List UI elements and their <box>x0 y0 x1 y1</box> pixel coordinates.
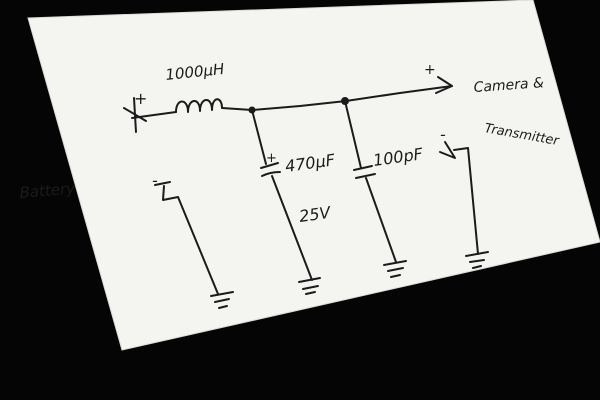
schematic-drawing <box>123 76 489 309</box>
battery-minus-sign: - <box>152 171 158 190</box>
output-neg-wire <box>453 147 479 255</box>
battery-label: Battery <box>19 179 77 202</box>
ground-symbol-output <box>465 251 489 269</box>
inductor-coil <box>175 98 223 113</box>
cap1-plus-sign: + <box>266 151 277 166</box>
output-neg-arrow <box>439 141 456 159</box>
battery-plus-sign: + <box>134 89 147 108</box>
cap1-plate-top <box>260 162 279 169</box>
output-arrowhead <box>435 76 453 94</box>
cap2-plate-bottom <box>355 173 376 179</box>
main-rail <box>221 85 453 111</box>
cap2-lower-wire <box>365 177 397 263</box>
ground-symbol-battery <box>210 291 234 309</box>
input-terminal-bar <box>133 97 137 133</box>
cap1-upper-wire <box>251 109 267 165</box>
battery-neg-wire <box>162 185 219 295</box>
battery-neg-bar <box>154 181 171 186</box>
cap1-plate-bottom <box>261 171 281 177</box>
paper-sheet <box>27 0 600 351</box>
cap2-upper-wire <box>344 100 362 169</box>
ground-symbol-cap1 <box>298 277 321 295</box>
cap1-voltage-label: 25V <box>298 203 333 226</box>
wire-input <box>131 111 177 119</box>
output-minus-sign: - <box>440 125 446 144</box>
ground-symbol-cap2 <box>383 260 407 278</box>
cap1-lower-wire <box>271 175 313 281</box>
load-label-line1: Camera & <box>473 75 544 96</box>
output-plus-sign: + <box>424 62 436 78</box>
cap2-plate-top <box>353 165 373 171</box>
